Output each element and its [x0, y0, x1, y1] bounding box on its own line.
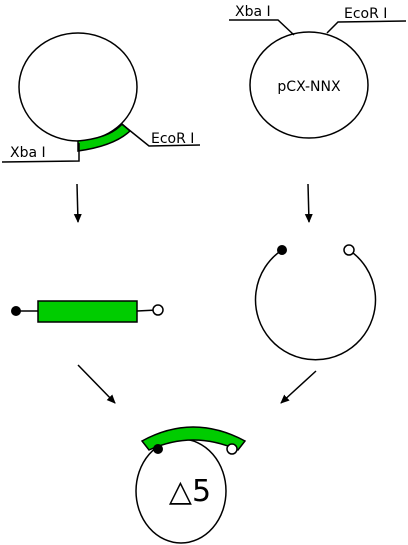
vector-ecori-label: EcoR I — [344, 6, 387, 22]
vector-plasmid: pCX-NNX Xba I EcoR I — [229, 4, 407, 139]
source-xbai-label: Xba I — [10, 145, 46, 161]
source-plasmid: Xba I EcoR I — [1, 32, 201, 163]
result-junction-filled — [153, 444, 163, 454]
result-junction-open — [226, 443, 238, 455]
source-ecori-label: EcoR I — [151, 131, 194, 147]
insert-fragment-box — [37, 300, 138, 323]
vector-xbai-line — [229, 19, 295, 36]
insert-sticky-end-open — [152, 304, 164, 316]
arrow-down-right — [304, 183, 313, 223]
source-xbai-line — [1, 143, 80, 163]
source-plasmid-circle — [18, 32, 138, 142]
open-vector-arc — [254, 249, 377, 361]
arrow-diag-right — [280, 370, 317, 404]
result-plasmid-label: △5 — [169, 474, 211, 509]
vector-sticky-end-filled — [277, 245, 287, 255]
vector-sticky-end-open — [343, 244, 355, 256]
insert-fragment — [11, 300, 164, 323]
vector-plasmid-name: pCX-NNX — [277, 79, 341, 95]
vector-xbai-label: Xba I — [235, 4, 271, 20]
insert-sticky-end-filled — [11, 306, 21, 316]
arrow-down-left — [73, 183, 82, 223]
vector-ecori-line — [326, 20, 407, 34]
result-insert-arc — [140, 426, 247, 451]
result-plasmid: △5 — [135, 426, 247, 544]
vector-plasmid-circle — [249, 31, 369, 139]
source-ecori-line — [122, 124, 201, 147]
open-vector — [254, 244, 377, 361]
arrow-diag-left — [77, 364, 116, 404]
